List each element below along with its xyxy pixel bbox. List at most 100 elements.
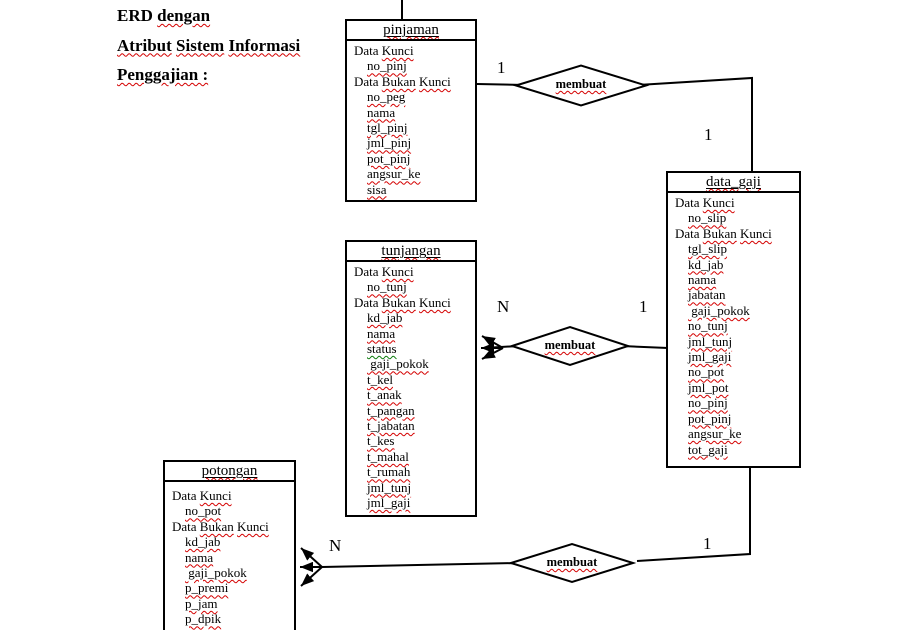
relationship-diamond-2	[508, 325, 632, 367]
text-segment: p_jam	[185, 595, 218, 611]
text-segment: t_kes	[367, 433, 395, 449]
attribute-row: Data Bukan Kunci	[675, 226, 796, 241]
text-segment: t_rumah	[367, 464, 411, 480]
relationship-diamond-3	[507, 542, 637, 584]
attribute-row: p_premi	[172, 580, 291, 595]
text-segment: Atribut	[117, 35, 172, 55]
crowsfoot-tunjangan-top	[481, 335, 504, 349]
text-segment: Kunci	[199, 488, 232, 503]
text-segment: jml_tunj	[688, 333, 733, 349]
attribute-row: jml_tunj	[354, 480, 472, 495]
text-segment: Kunci	[702, 195, 735, 210]
attribute-row: jml_gaji	[675, 349, 796, 364]
text-segment: no_pot	[688, 364, 725, 380]
attribute-row: kd_jab	[675, 257, 796, 272]
text-segment: jabatan	[688, 287, 726, 303]
text-segment: kd_jab	[688, 256, 724, 272]
text-segment: pot_pinj	[367, 150, 411, 166]
text-segment: jml_pinj	[367, 135, 412, 151]
attribute-row: status	[354, 341, 472, 356]
text-segment: nama	[688, 272, 717, 288]
attribute-row: pot_pinj	[675, 411, 796, 426]
text-segment: ERD	[117, 6, 158, 25]
attribute-row: Data Kunci	[354, 43, 472, 58]
text-segment: Kunci	[419, 73, 451, 89]
attribute-row: gaji_pokok	[172, 565, 291, 580]
text-segment: gaji_pokok	[185, 565, 247, 581]
text-segment: Kunci	[381, 264, 414, 279]
cardinality-datagaji-left: 1	[639, 297, 648, 316]
attribute-row: jml_tunj	[675, 334, 796, 349]
text-segment: Data	[172, 488, 200, 503]
text-segment: dengan	[157, 6, 211, 25]
attribute-row: pot_pinj	[354, 151, 472, 166]
cardinality-tunjangan-side: N	[497, 297, 510, 316]
text-segment: no_pinj	[367, 58, 407, 74]
attribute-row: no_tunj	[354, 279, 472, 294]
text-segment: nama	[367, 104, 396, 120]
attribute-row: p_jam	[172, 596, 291, 611]
attribute-row: jml_gaji	[354, 495, 472, 510]
attribute-row: Data Kunci	[354, 264, 472, 279]
heading-line: Atribut Sistem Informasi	[117, 31, 300, 61]
text-segment: t_kel	[367, 371, 393, 387]
text-segment: Sistem	[176, 35, 225, 55]
attribute-row: Data Bukan Kunci	[354, 295, 472, 310]
relationship-label-text: membuat	[546, 555, 598, 569]
text-segment: Bukan	[199, 518, 234, 534]
entity-title-text: potongan	[202, 463, 258, 479]
text-segment: Informasi	[228, 35, 301, 55]
attribute-row: angsur_ke	[675, 426, 796, 441]
text-segment: Data	[172, 518, 200, 534]
text-segment: angsur_ke	[688, 426, 742, 442]
text-segment: p_premi	[185, 580, 229, 596]
relationship-label-3: membuat	[527, 555, 617, 570]
attribute-row: tgl_pinj	[354, 120, 472, 135]
attribute-row: t_rumah	[354, 464, 472, 479]
text-segment: p_dpik	[185, 611, 222, 627]
text-segment: status	[367, 341, 397, 357]
text-segment: Data	[675, 225, 703, 241]
entity-title-word: tunjangan	[381, 243, 441, 259]
text-segment: Data	[675, 195, 703, 210]
entity-title-text: pinjaman	[383, 22, 439, 38]
crowsfoot-tunjangan-bottom	[481, 347, 504, 360]
attribute-row: Data Bukan Kunci	[354, 74, 472, 89]
text-segment: no_tunj	[688, 318, 728, 334]
attribute-row: nama	[354, 326, 472, 341]
entity-title-text: data_gaji	[706, 174, 761, 190]
text-segment: no_tunj	[367, 279, 407, 295]
text-segment: t_mahal	[367, 448, 409, 464]
text-segment: t_pangan	[367, 402, 415, 418]
text-segment: Kunci	[381, 43, 414, 58]
entity-title-word: potongan	[201, 463, 258, 479]
text-segment: angsur_ke	[367, 166, 421, 182]
attribute-row: Data Kunci	[675, 195, 796, 210]
text-segment: no_slip	[688, 210, 727, 226]
text-segment: jml_tunj	[367, 479, 412, 495]
text-segment: tot_gaji	[688, 441, 728, 457]
text-segment: no_pinj	[688, 395, 728, 411]
text-segment: pot_pinj	[688, 410, 732, 426]
cardinality-pinjaman-side: 1	[497, 58, 506, 77]
attribute-row: no_tunj	[675, 318, 796, 333]
relationship-label-text: membuat	[544, 338, 596, 352]
cardinality-datagaji-top: 1	[704, 125, 713, 144]
attribute-row: jml_pinj	[354, 135, 472, 150]
cardinality-potongan-side: N	[329, 536, 342, 555]
text-segment: Kunci	[740, 225, 772, 241]
attribute-row: nama	[172, 550, 291, 565]
attribute-row: no_pot	[675, 364, 796, 379]
text-segment: nama	[185, 549, 214, 565]
relationship-label-text: membuat	[555, 77, 607, 91]
attribute-row: tgl_slip	[675, 241, 796, 256]
attribute-row: p_dpik	[172, 611, 291, 626]
text-segment: gaji_pokok	[367, 356, 429, 372]
text-segment: jml_gaji	[367, 495, 411, 511]
connector-membuat-potongan	[321, 562, 519, 568]
